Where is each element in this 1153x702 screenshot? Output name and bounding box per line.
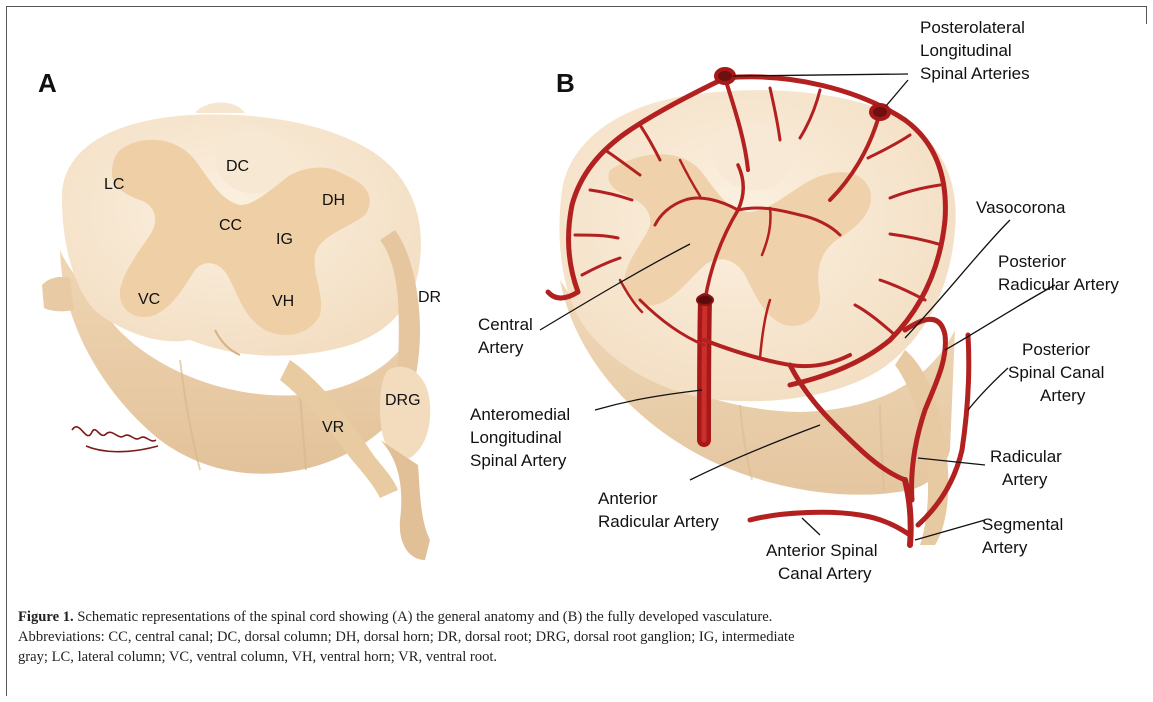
- label-dh: DH: [322, 192, 345, 209]
- figure-illustration: A LC DC DH CC IG VC VH DR DRG VR: [0, 0, 1153, 600]
- label-vc: VC: [138, 291, 160, 308]
- panel-b-letter: B: [556, 68, 575, 98]
- label-posterior-radicular-1: Posterior: [998, 252, 1066, 271]
- anterior-spinal-canal-artery: [750, 512, 910, 535]
- panel-a-letter: A: [38, 68, 57, 98]
- artist-signature: [72, 427, 158, 452]
- label-anterior-spinal-canal-2: Canal Artery: [778, 564, 872, 583]
- label-radicular-2: Artery: [1002, 470, 1048, 489]
- label-central-2: Artery: [478, 338, 524, 357]
- label-vasocorona: Vasocorona: [976, 198, 1066, 217]
- label-segmental-2: Artery: [982, 538, 1028, 557]
- label-anteromedial-2: Longitudinal: [470, 428, 562, 447]
- posterolateral-artery-left: [716, 69, 734, 83]
- label-posterior-radicular-2: Radicular Artery: [998, 275, 1119, 294]
- label-vh: VH: [272, 293, 294, 310]
- label-drg: DRG: [385, 392, 421, 409]
- label-dc: DC: [226, 158, 249, 175]
- label-cc: CC: [219, 217, 242, 234]
- label-posterior-spinal-canal-2: Spinal Canal: [1008, 363, 1104, 382]
- panel-b: B: [470, 18, 1119, 583]
- label-posterolateral-3: Spinal Arteries: [920, 64, 1030, 83]
- label-posterior-spinal-canal-3: Artery: [1040, 386, 1086, 405]
- caption-line-1: Figure 1. Schematic representations of t…: [18, 607, 1118, 627]
- label-anterior-radicular-1: Anterior: [598, 489, 658, 508]
- label-anterior-radicular-2: Radicular Artery: [598, 512, 719, 531]
- figure-caption: Figure 1. Schematic representations of t…: [18, 607, 1118, 667]
- label-segmental-1: Segmental: [982, 515, 1063, 534]
- label-dr: DR: [418, 289, 441, 306]
- caption-line-3: gray; LC, lateral column; VC, ventral co…: [18, 647, 1118, 667]
- label-anteromedial-3: Spinal Artery: [470, 451, 567, 470]
- label-vr: VR: [322, 419, 344, 436]
- label-central-1: Central: [478, 315, 533, 334]
- caption-figure-number: Figure 1.: [18, 609, 74, 625]
- label-posterolateral-2: Longitudinal: [920, 41, 1012, 60]
- label-anterior-spinal-canal-1: Anterior Spinal: [766, 541, 878, 560]
- label-anteromedial-1: Anteromedial: [470, 405, 570, 424]
- label-lc: LC: [104, 176, 124, 193]
- caption-text-1: Schematic representations of the spinal …: [74, 609, 773, 625]
- panel-a: A LC DC DH CC IG VC VH DR DRG VR: [38, 68, 441, 560]
- panel-a-left-root: [42, 277, 74, 311]
- panel-a-spinal-nerve: [380, 440, 430, 560]
- label-ig: IG: [276, 231, 293, 248]
- caption-line-2: Abbreviations: CC, central canal; DC, do…: [18, 627, 1118, 647]
- posterolateral-artery-right: [871, 105, 889, 119]
- label-posterolateral-1: Posterolateral: [920, 18, 1025, 37]
- label-radicular-1: Radicular: [990, 447, 1062, 466]
- label-posterior-spinal-canal-1: Posterior: [1022, 340, 1090, 359]
